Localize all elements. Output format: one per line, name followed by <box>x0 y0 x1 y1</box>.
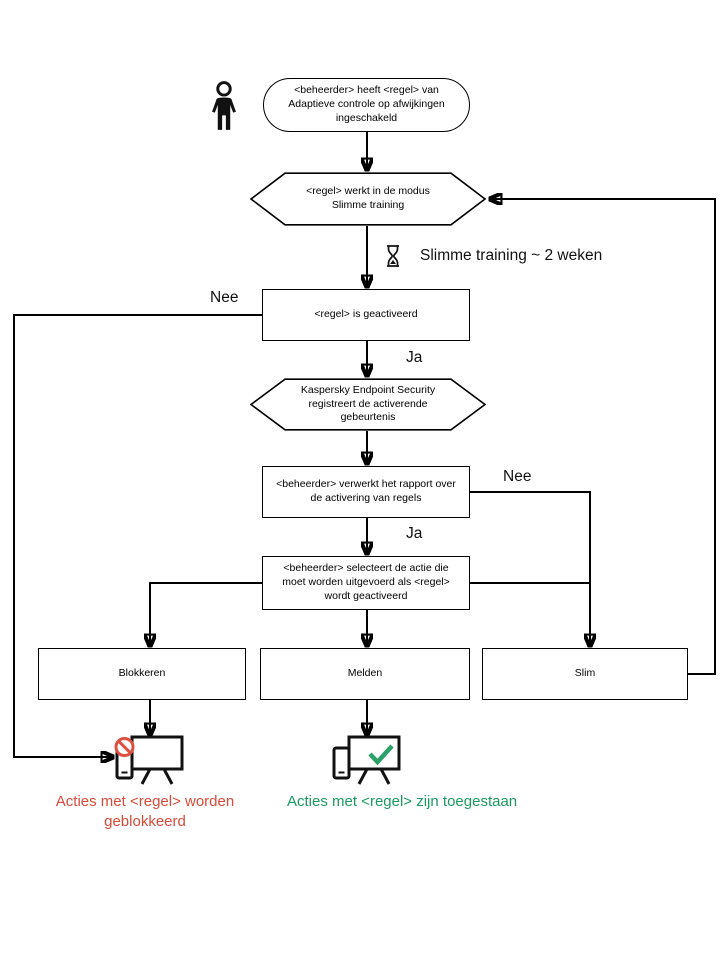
node-processes-report: <beheerder> verwerkt het rapport over de… <box>262 466 470 518</box>
person-icon <box>206 80 242 132</box>
node-block: Blokkeren <box>38 648 246 700</box>
edge-label-nee-right: Nee <box>503 468 532 485</box>
node-selects-action: <beheerder> selecteert de actie die moet… <box>262 556 470 610</box>
edge-report-no-to-smart <box>470 491 590 646</box>
node-rule-triggered: <regel> is geactiveerd <box>262 289 470 341</box>
node-smart-label: Slim <box>574 667 596 680</box>
node-registers-event: Kaspersky Endpoint Security registreert … <box>250 378 486 431</box>
node-rule-triggered-label: <regel> is geactiveerd <box>314 308 418 321</box>
node-training-mode-label: <regel> werkt in de modus Slimme trainin… <box>306 185 430 211</box>
blocked-result-text: Acties met <regel> worden geblokkeerd <box>55 793 235 831</box>
node-start: <beheerder> heeft <regel> van Adaptieve … <box>263 78 470 132</box>
node-start-label: <beheerder> heeft <regel> van Adaptieve … <box>288 84 445 124</box>
allowed-computer-icon <box>329 734 405 790</box>
training-duration-label: Slimme training ~ 2 weken <box>420 247 603 264</box>
hourglass-icon <box>384 244 402 268</box>
hexagon-shape <box>250 378 486 431</box>
node-selects-action-label: <beheerder> selecteert de actie die moet… <box>282 562 450 602</box>
edge-label-ja-top: Ja <box>406 349 423 366</box>
edge-triggered-no-to-blocked <box>13 314 262 757</box>
edge-smart-loop-back <box>490 199 716 675</box>
node-training-mode: <regel> werkt in de modus Slimme trainin… <box>250 172 486 226</box>
node-processes-report-label: <beheerder> verwerkt het rapport over de… <box>276 478 456 504</box>
node-notify-label: Melden <box>347 667 383 680</box>
allowed-result-text: Acties met <regel> zijn toegestaan <box>287 793 518 810</box>
node-registers-event-label: Kaspersky Endpoint Security registreert … <box>300 383 436 424</box>
node-block-label: Blokkeren <box>118 667 166 680</box>
edge-label-ja-bottom: Ja <box>406 525 423 542</box>
blocked-computer-icon <box>112 734 188 790</box>
node-smart: Slim <box>482 648 688 700</box>
node-notify: Melden <box>260 648 470 700</box>
hexagon-shape <box>250 172 486 226</box>
edge-select-to-block <box>150 582 262 646</box>
edge-label-nee-left: Nee <box>210 289 239 306</box>
